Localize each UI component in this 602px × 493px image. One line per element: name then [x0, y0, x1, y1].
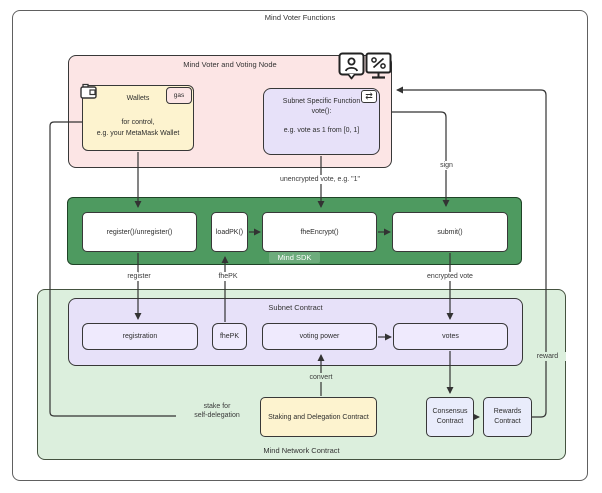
registration-box: registration — [82, 323, 198, 350]
staking-delegation-contract-box: Staking and Delegation Contract — [260, 397, 377, 437]
label-stake-line2: self-delegation — [194, 412, 240, 419]
wallet-icon — [80, 83, 97, 99]
label-stake-for-self-delegation: stake for self-delegation — [176, 402, 258, 420]
wallets-desc-line2: e.g. your MetaMask Wallet — [96, 130, 180, 137]
percent-display-icon — [365, 52, 392, 79]
wallets-title: Wallets — [126, 95, 150, 102]
label-sign: sign — [433, 161, 460, 170]
subnet-function-line1: Subnet Specific Function — [282, 98, 361, 105]
gas-badge: gas — [166, 87, 192, 104]
label-reward: reward — [529, 352, 566, 361]
label-unencrypted-vote: unencrypted vote, e.g. "1" — [255, 175, 385, 184]
subnet-function-box — [263, 88, 380, 155]
voter-person-icon — [338, 52, 365, 80]
consensus-line1: Consensus — [432, 408, 468, 415]
votes-box: votes — [393, 323, 508, 350]
rewards-contract-box: Rewards Contract — [483, 397, 532, 437]
fhepk-box: fhePK — [212, 323, 247, 350]
consensus-line2: Contract — [436, 418, 464, 425]
subnet-contract-label: Subnet Contract — [268, 303, 323, 312]
register-unregister-box: register()/unregister() — [82, 212, 197, 252]
label-fhepk: fhePK — [201, 272, 255, 281]
label-register: register — [112, 272, 166, 281]
loadpk-box: loadPK() — [211, 212, 248, 252]
label-encrypted-vote: encrypted vote — [408, 272, 492, 281]
fheencrypt-box: fheEncrypt() — [262, 212, 377, 252]
diagram-title: Mind Voter Functions — [264, 13, 336, 22]
rewards-line2: Contract — [494, 418, 521, 425]
rewards-line1: Rewards — [493, 408, 522, 415]
wallets-desc-line1: for control, — [121, 119, 155, 126]
mind-sdk-label: Mind SDK — [67, 252, 522, 263]
mind-network-contract-label: Mind Network Contract — [263, 446, 340, 455]
wallets-description: for control, e.g. your MetaMask Wallet — [82, 117, 194, 139]
mind-sdk-label-text: Mind SDK — [268, 252, 321, 263]
consensus-contract-box: Consensus Contract — [426, 397, 474, 437]
label-convert: convert — [293, 373, 349, 382]
subnet-function-example: e.g. vote as 1 from [0, 1] — [283, 127, 360, 134]
submit-box: submit() — [392, 212, 508, 252]
voting-power-box: voting power — [262, 323, 377, 350]
subnet-function-line2: vote(): — [311, 108, 332, 115]
voter-node-title: Mind Voter and Voting Node — [183, 60, 277, 69]
swap-icon: ⇄ — [361, 90, 377, 103]
subnet-function-title: Subnet Specific Function vote(): — [263, 97, 380, 117]
label-stake-line1: stake for — [203, 403, 231, 410]
